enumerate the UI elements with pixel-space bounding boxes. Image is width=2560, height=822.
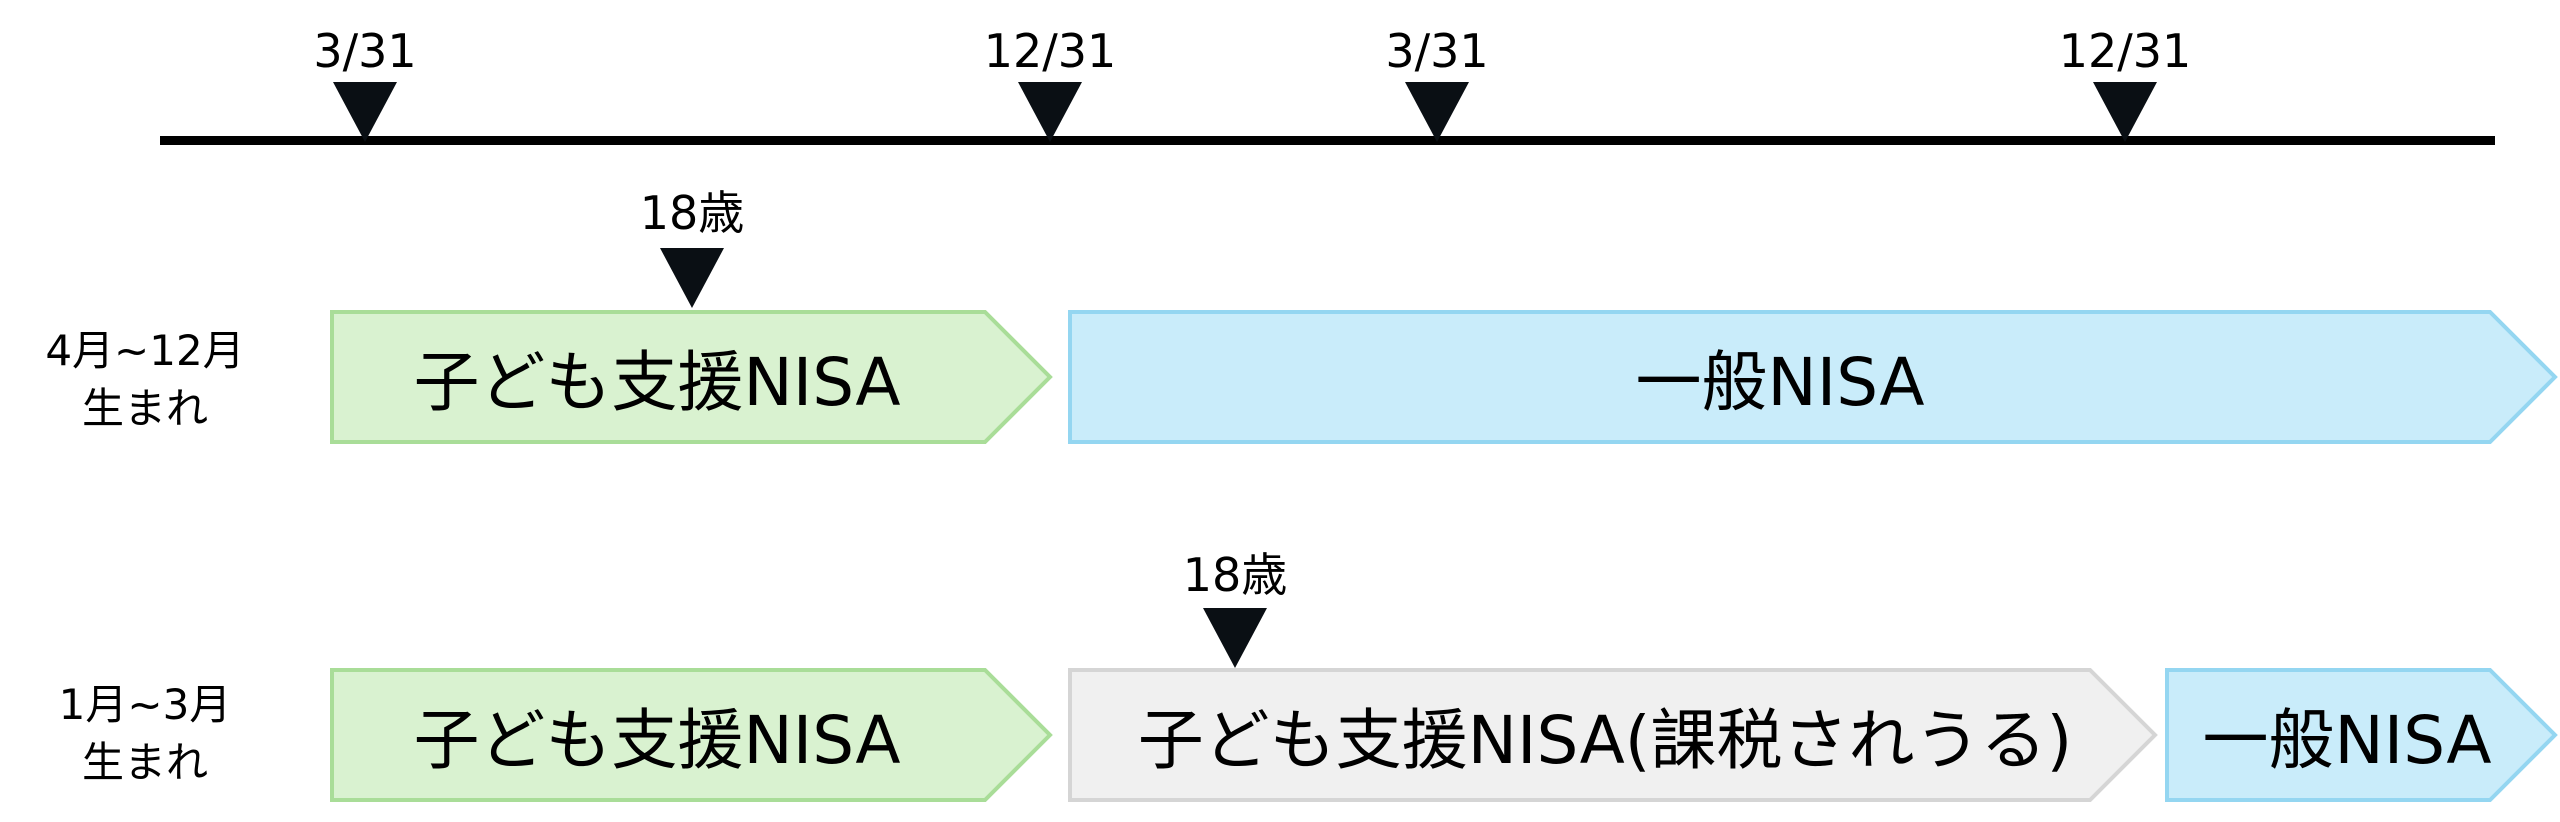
row1-segment-child-nisa-shape <box>330 310 1053 444</box>
tick-label-12-31-first: 12/31 <box>983 24 1117 78</box>
row1-segment-child-nisa-label: 子ども支援NISA <box>413 344 901 421</box>
row2-segment-taxable-child-nisa-shape <box>1068 668 2158 802</box>
row2-segment-taxable-child-nisa-label: 子ども支援NISA(課税されうる) <box>1137 702 2073 779</box>
row2-segment-child-nisa-shape <box>330 668 1053 802</box>
row2-segment-child-nisa-label: 子ども支援NISA <box>413 702 901 779</box>
row-label-line1: 4月~12月 <box>45 326 245 375</box>
tick-label-12-31-second: 12/31 <box>2058 24 2192 78</box>
row-label-jan-mar: 1月~3月 生まれ <box>15 676 275 792</box>
age-18-label: 18歳 <box>639 186 745 240</box>
row-label-line2: 生まれ <box>81 384 208 433</box>
timeline-axis <box>160 136 2495 145</box>
row2-segment-general-nisa-shape <box>2165 668 2558 802</box>
tick-marker-icon <box>1405 82 1469 142</box>
row-label-apr-dec: 4月~12月 生まれ <box>15 322 275 438</box>
row1-segment-general-nisa-shape <box>1068 310 2558 444</box>
row-label-line2: 生まれ <box>81 738 208 787</box>
age-marker-icon <box>660 248 724 308</box>
row2-segment-general-nisa-label: 一般NISA <box>2202 702 2492 779</box>
age-marker-icon <box>1203 608 1267 668</box>
age-18-label: 18歳 <box>1182 548 1288 602</box>
row1-segment-general-nisa-label: 一般NISA <box>1635 344 1925 421</box>
tick-label-3-31-first: 3/31 <box>313 24 417 78</box>
tick-marker-icon <box>333 82 397 142</box>
row-label-line1: 1月~3月 <box>58 680 232 729</box>
tick-marker-icon <box>2093 82 2157 142</box>
tick-label-3-31-second: 3/31 <box>1385 24 1489 78</box>
tick-marker-icon <box>1018 82 1082 142</box>
